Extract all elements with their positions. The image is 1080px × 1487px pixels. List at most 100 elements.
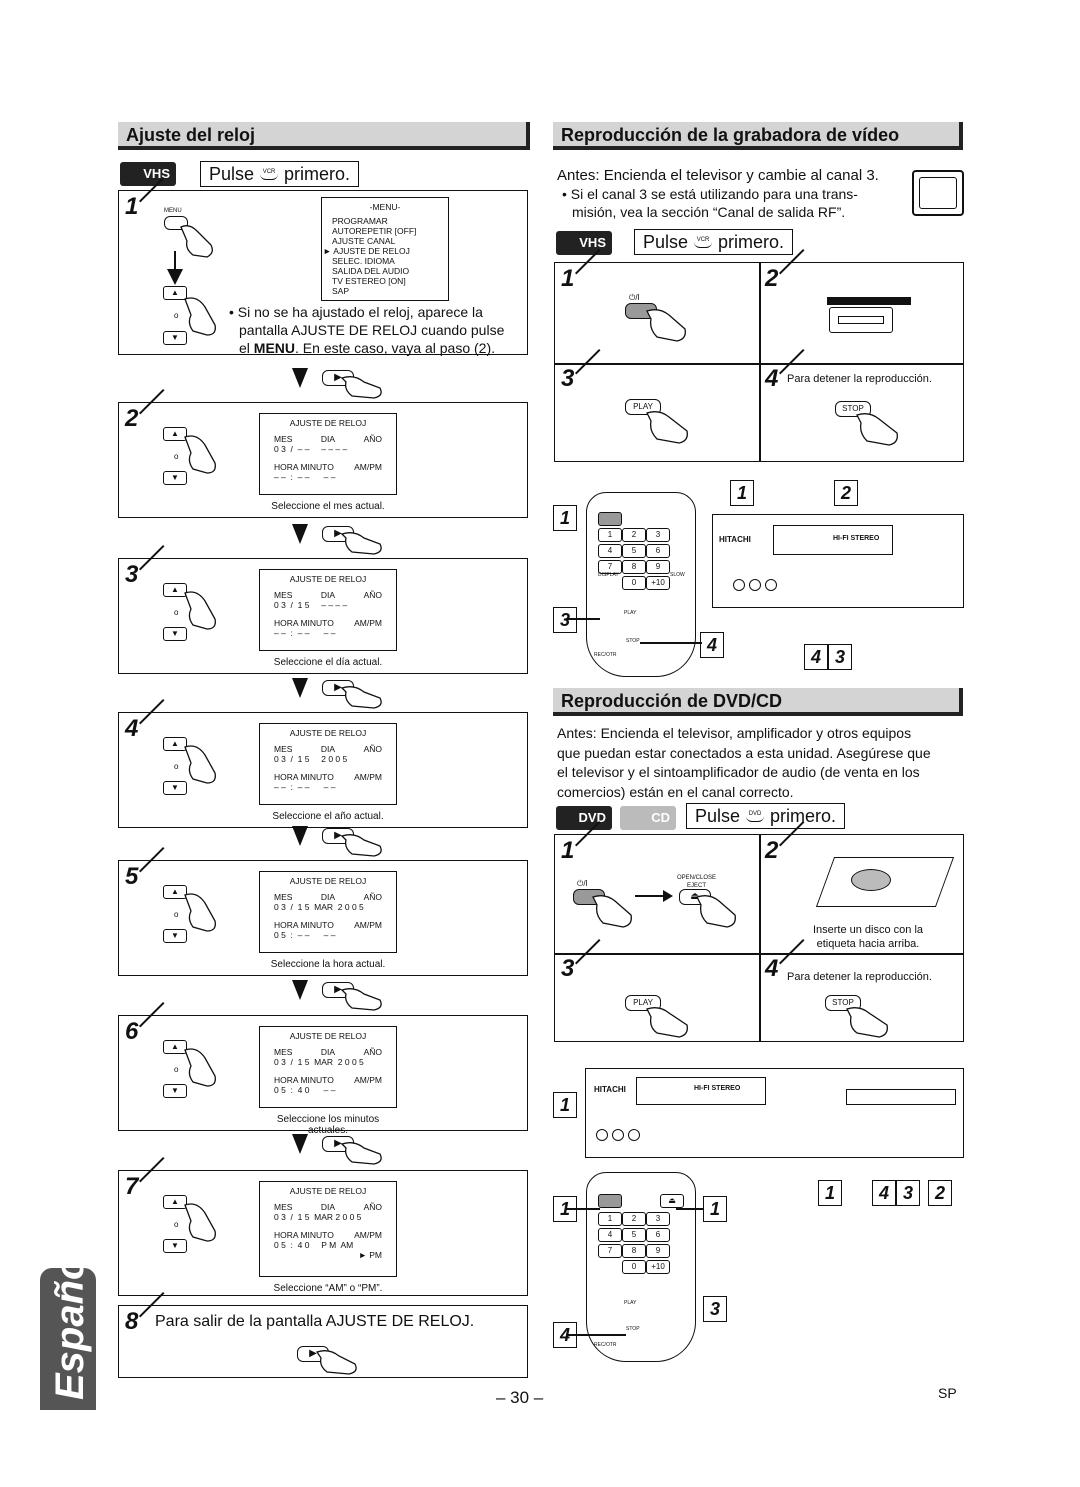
stop-button[interactable]: STOP bbox=[825, 995, 861, 1011]
hand-icon bbox=[184, 745, 216, 784]
vcr-door bbox=[636, 1077, 766, 1105]
play-button[interactable]: PLAY bbox=[625, 399, 661, 415]
step-caption: Seleccione “AM” o “PM”. bbox=[273, 1283, 383, 1294]
hand-icon bbox=[696, 895, 736, 928]
remote-key-1[interactable]: 1 bbox=[598, 1212, 622, 1226]
remote-key-2[interactable]: 2 bbox=[622, 528, 646, 542]
channel-down-button[interactable]: ▼ bbox=[163, 627, 187, 641]
vcr-button-icon: VCR bbox=[260, 168, 279, 180]
channel-down-button[interactable]: ▼ bbox=[163, 929, 187, 943]
language-tab: Español bbox=[40, 1244, 96, 1410]
combo-unit-upper: HITACHI HI-FI STEREO bbox=[712, 514, 964, 608]
date-label: DIA bbox=[320, 1202, 336, 1212]
remote-key-9[interactable]: 9 bbox=[646, 560, 670, 574]
text-line: Antes: Encienda el televisor, amplificad… bbox=[557, 725, 912, 741]
date-label: MES bbox=[274, 1202, 293, 1212]
channel-up-button[interactable]: ▲ bbox=[163, 427, 187, 441]
time-value: 0 5 : – – – – bbox=[274, 930, 336, 940]
time-value: – – : – – – – bbox=[274, 628, 336, 638]
channel-up-button[interactable]: ▲ bbox=[163, 1040, 187, 1054]
remote-key-1[interactable]: 1 bbox=[598, 528, 622, 542]
channel-down-button[interactable]: ▼ bbox=[163, 471, 187, 485]
stop-button[interactable]: STOP bbox=[835, 401, 871, 417]
screen-title: AJUSTE DE RELOJ bbox=[289, 574, 367, 584]
step-number: 2 bbox=[765, 837, 779, 864]
remote-key-3[interactable]: 3 bbox=[646, 528, 670, 542]
remote-key-7[interactable]: 7 bbox=[598, 560, 622, 574]
text-line: comercios) están en el canal correcto. bbox=[557, 783, 794, 800]
or-label: o bbox=[174, 1065, 179, 1074]
remote-key-8[interactable]: 8 bbox=[622, 1244, 646, 1258]
remote-key-6[interactable]: 6 bbox=[646, 544, 670, 558]
menu-item: SALIDA DEL AUDIO bbox=[332, 266, 410, 276]
remote-key-plus10[interactable]: +10 bbox=[646, 576, 670, 590]
remote-key-0[interactable]: 0 bbox=[622, 1260, 646, 1274]
remote-key-4[interactable]: 4 bbox=[598, 544, 622, 558]
channel-down-button[interactable]: ▼ bbox=[163, 1084, 187, 1098]
clock-step-1: 1 MENU ▲ o ▼ -MENU- PROGRAMAR AUTOREPETI… bbox=[118, 190, 528, 357]
step-caption: Seleccione los minutos actuales. bbox=[276, 1114, 380, 1136]
remote-power-button[interactable] bbox=[598, 512, 622, 526]
step-number: 3 bbox=[125, 561, 139, 588]
remote-key-2[interactable]: 2 bbox=[622, 1212, 646, 1226]
play-label: PLAY bbox=[633, 998, 653, 1007]
date-value: 0 3 / 1 5 MAR 2 0 0 5 bbox=[274, 902, 364, 912]
stop-label: STOP bbox=[842, 404, 864, 413]
channel-down-button[interactable]: ▼ bbox=[163, 1239, 187, 1253]
channel-up-button[interactable]: ▲ bbox=[163, 737, 187, 751]
channel-up-button[interactable]: ▲ bbox=[163, 885, 187, 899]
remote-key-5[interactable]: 5 bbox=[622, 544, 646, 558]
date-label: DIA bbox=[320, 434, 336, 444]
step-number: 2 bbox=[125, 405, 139, 432]
pulse-after: primero. bbox=[284, 163, 351, 184]
hand-icon bbox=[592, 895, 632, 928]
remote-key-5[interactable]: 5 bbox=[622, 1228, 646, 1242]
remote-key-4[interactable]: 4 bbox=[598, 1228, 622, 1242]
menu-item: PROGRAMAR bbox=[332, 216, 388, 226]
step-number: 6 bbox=[125, 1018, 139, 1045]
date-label: MES bbox=[274, 434, 293, 444]
menu-item: AUTOREPETIR [OFF] bbox=[332, 226, 417, 236]
channel-down-button[interactable]: ▼ bbox=[163, 781, 187, 795]
time-label: HORA MINUTO bbox=[274, 618, 334, 628]
time-label: HORA MINUTO bbox=[274, 1075, 334, 1085]
menu-item-selected: ► AJUSTE DE RELOJ bbox=[323, 246, 410, 256]
stop-label: STOP bbox=[626, 638, 640, 644]
remote-key-plus10[interactable]: +10 bbox=[646, 1260, 670, 1274]
vcr-slot-icon bbox=[827, 297, 911, 305]
pulse-vcr-note: Pulse VCR primero. bbox=[634, 229, 794, 255]
vhs-badge: VHS bbox=[120, 162, 176, 186]
callout-number: 1 bbox=[730, 480, 754, 506]
channel-up-button[interactable]: ▲ bbox=[163, 1195, 187, 1209]
channel-down-button[interactable]: ▼ bbox=[163, 331, 187, 345]
vcr-note: • Si el canal 3 se está utilizando para … bbox=[562, 185, 858, 221]
remote-eject-button[interactable]: ⏏ bbox=[660, 1194, 684, 1208]
remote-key-8[interactable]: 8 bbox=[622, 560, 646, 574]
remote-key-3[interactable]: 3 bbox=[646, 1212, 670, 1226]
date-value: 0 3 / – – – – – – bbox=[274, 444, 348, 454]
remote-power-button[interactable] bbox=[598, 1194, 622, 1208]
menu-item: AJUSTE CANAL bbox=[332, 236, 396, 246]
remote-key-9[interactable]: 9 bbox=[646, 1244, 670, 1258]
note-line: el MENU. En este caso, vaya al paso (2). bbox=[229, 339, 504, 357]
remote-key-0[interactable]: 0 bbox=[622, 576, 646, 590]
menu-title: -MENU- bbox=[369, 202, 401, 212]
time-value: – – : – – – – bbox=[274, 472, 336, 482]
callout-number: 3 bbox=[896, 1180, 920, 1206]
remote-key-6[interactable]: 6 bbox=[646, 1228, 670, 1242]
callout-number: 3 bbox=[553, 607, 577, 633]
hand-icon bbox=[340, 834, 382, 857]
channel-up-button[interactable]: ▲ bbox=[163, 583, 187, 597]
channel-up-button[interactable]: ▲ bbox=[163, 286, 187, 300]
callout-number: 4 bbox=[872, 1180, 896, 1206]
remote-key-7[interactable]: 7 bbox=[598, 1244, 622, 1258]
step-8-text: Para salir de la pantalla AJUSTE DE RELO… bbox=[155, 1313, 475, 1330]
play-button[interactable]: PLAY bbox=[625, 995, 661, 1011]
note-line: • Si el canal 3 se está utilizando para … bbox=[562, 186, 858, 202]
date-value: 0 3 / 1 5 2 0 0 5 bbox=[274, 754, 348, 764]
